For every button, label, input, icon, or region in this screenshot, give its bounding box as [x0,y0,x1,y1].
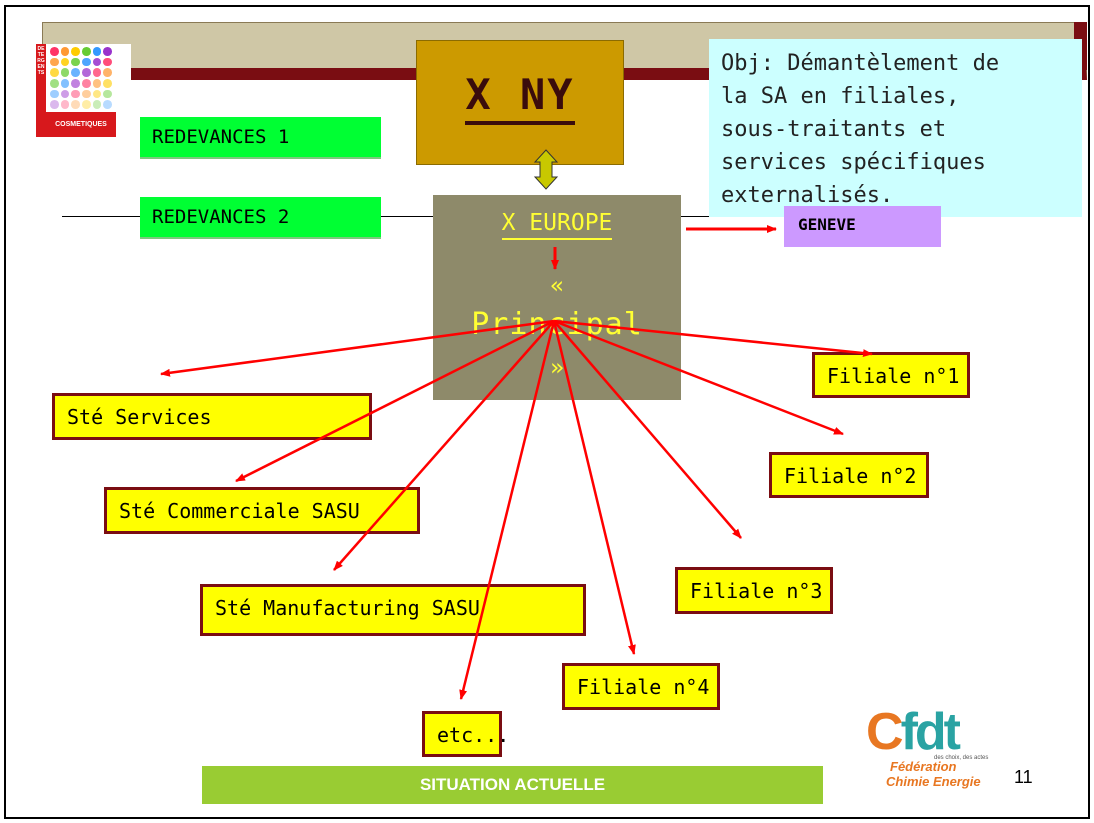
cfdt-wordmark: Cfdt [866,703,961,761]
filiale-4-label: Filiale n°4 [577,675,710,699]
objective-box: Obj: Démantèlement de la SA en filiales,… [709,39,1082,217]
color-dot [50,47,59,56]
geneve-box: GENEVE [784,206,941,247]
color-dot [71,78,80,88]
filiale-1-label: Filiale n°1 [827,364,960,388]
x-europe-title: X EUROPE [501,210,613,240]
color-dot [92,78,102,88]
color-dot [82,89,91,99]
color-dot [103,47,112,56]
color-dot [60,68,70,77]
x-europe-box: X EUROPE « Principal » [433,195,681,400]
logo-vertical-text: DETERGENTS [37,46,45,76]
color-dot [92,100,102,109]
color-dot [103,68,112,77]
cfdt-tagline: des choix, des actes [934,755,989,761]
redevances-2-box: REDEVANCES 2 [140,197,381,239]
page-number: 11 [1014,767,1033,787]
color-dot [50,89,59,99]
etc-label: etc... [437,723,510,747]
filiale-2-box: Filiale n°2 [769,452,929,498]
cfdt-line-1: Fédération [890,759,957,774]
color-dot [60,57,70,67]
principal-quote-open: « [550,273,564,299]
color-dots-grid [50,47,112,109]
ste-services-label: Sté Services [67,405,212,429]
x-ny-box: X NY [416,40,624,165]
footer-title: SITUATION ACTUELLE [419,775,606,794]
color-dot [103,100,112,109]
cfdt-line-2: Chimie Energie [886,774,981,789]
ste-manufacturing-box: Sté Manufacturing SASU [200,584,586,636]
color-dot [103,78,112,88]
detergents-logo: DETERGENTS COSMETIQUES [36,44,131,137]
color-dot [50,100,59,109]
ste-manufacturing-label: Sté Manufacturing SASU [215,596,480,620]
color-dot [92,57,102,67]
filiale-4-box: Filiale n°4 [562,663,720,710]
etc-box: etc... [422,711,509,757]
slide: DETERGENTS COSMETIQUES REDEVANCES 1 REDE… [4,5,1090,819]
color-dot [82,68,91,77]
color-dot [92,47,102,56]
filiale-2-label: Filiale n°2 [784,464,917,488]
logo-red-bar: DETERGENTS [36,44,46,137]
filiale-3-box: Filiale n°3 [675,567,833,614]
color-dot [71,47,80,56]
principal-quote-close: » [550,355,564,381]
color-dot [92,89,102,99]
color-dot [50,78,59,88]
color-dot [60,89,70,99]
color-dot [82,78,91,88]
color-dot [82,47,91,56]
color-dot [60,78,70,88]
x-ny-label: X NY [465,69,575,125]
objective-text: Obj: Démantèlement de la SA en filiales,… [721,51,1000,208]
color-dot [71,89,80,99]
redevances-2-label: REDEVANCES 2 [152,206,290,228]
color-dot [82,57,91,67]
color-dot [50,57,59,67]
footer-banner: SITUATION ACTUELLE [202,766,823,804]
color-dot [92,68,102,77]
geneve-label: GENEVE [798,215,856,234]
color-dot [103,57,112,67]
ste-commerciale-label: Sté Commerciale SASU [119,499,360,523]
color-dot [82,100,91,109]
x-europe-title-wrap: X EUROPE [433,210,681,240]
color-dot [71,57,80,67]
redevances-1-label: REDEVANCES 1 [152,126,290,148]
ste-services-box: Sté Services [52,393,372,440]
filiale-1-box: Filiale n°1 [812,352,970,398]
logo-caption: COSMETIQUES [46,112,116,137]
cfdt-logo: Cfdt des choix, des actes Fédération Chi… [866,702,1006,807]
color-dot [71,68,80,77]
ste-commerciale-box: Sté Commerciale SASU [104,487,420,534]
color-dot [71,100,80,109]
filiale-3-label: Filiale n°3 [690,579,823,603]
color-dot [60,100,70,109]
color-dot [60,47,70,56]
redevances-1-box: REDEVANCES 1 [140,117,381,159]
color-dot [103,89,112,99]
color-dot [50,68,59,77]
principal-label: Principal [471,307,643,342]
